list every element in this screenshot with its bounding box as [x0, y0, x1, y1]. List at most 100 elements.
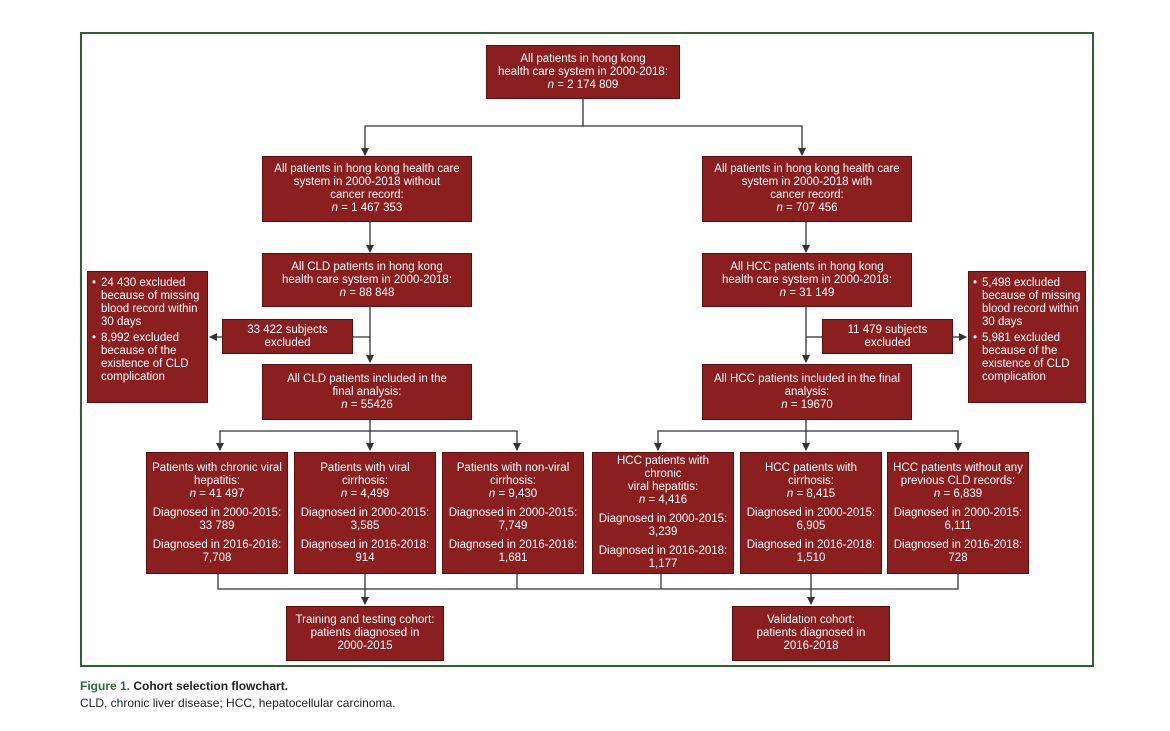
- group-diag1-value: 6,905: [796, 519, 826, 532]
- training-line2: patients diagnosed in: [310, 627, 420, 639]
- root-n: n = 2 174 809: [547, 78, 619, 91]
- no-cancer-line2: system in 2000-2018 without: [293, 176, 441, 188]
- no-cancer-box: All patients in hong kong health care sy…: [262, 156, 472, 222]
- hcc-reason-b2: because of the: [982, 345, 1058, 357]
- no-cancer-line3: cancer record:: [330, 189, 404, 201]
- validation-cohort-box: Validation cohort: patients diagnosed in…: [732, 606, 890, 661]
- group-n: n = 6,839: [933, 487, 983, 500]
- group-diag1-value: 3,585: [350, 519, 380, 532]
- cld-reason-b1: 8,992 excluded: [101, 332, 180, 344]
- hcc-final-box: All HCC patients included in the final a…: [702, 364, 912, 420]
- validation-line1: Validation cohort:: [766, 614, 855, 626]
- group-diag1-value: 6,111: [944, 519, 972, 532]
- cld-all-n: n = 88 848: [339, 286, 395, 299]
- hcc-reason-a4: 30 days: [982, 316, 1023, 328]
- figure-frame: [80, 32, 1094, 667]
- cld-final-line1: All CLD patients included in the: [287, 372, 447, 385]
- training-line1: Training and testing cohort:: [295, 614, 435, 626]
- cld-reason-a1: 24 430 excluded: [101, 277, 186, 289]
- hcc-excluded-line2: excluded: [864, 336, 911, 349]
- group-n: n = 8,415: [786, 487, 836, 500]
- with-cancer-line1: All patients in hong kong health care: [714, 163, 900, 175]
- figure-label: Figure 1.: [80, 679, 131, 693]
- cld-excluded-line2: excluded: [264, 336, 311, 349]
- bullet-icon: •: [92, 332, 97, 344]
- cld-all-line2: health care system in 2000-2018:: [281, 273, 453, 286]
- hcc-reasons-box: • 5,498 excluded because of missing bloo…: [968, 271, 1086, 403]
- cld-final-line2: final analysis:: [332, 385, 402, 398]
- group-box: Patients with non-viral cirrhosis: n = 9…: [442, 452, 584, 574]
- group-diag2-label: Diagnosed in 2016-2018:: [300, 538, 430, 551]
- group-n: n = 4,499: [340, 487, 390, 500]
- group-diag1-label: Diagnosed in 2000-2015:: [598, 513, 728, 525]
- group-diag1-label: Diagnosed in 2000-2015:: [152, 506, 282, 519]
- cld-reason-a4: 30 days: [101, 316, 142, 328]
- group-box: HCC patients with chronic viral hepatiti…: [592, 452, 734, 574]
- group-title2: cirrhosis:: [787, 474, 834, 487]
- group-diag2-label: Diagnosed in 2016-2018:: [893, 538, 1023, 551]
- with-cancer-box: All patients in hong kong health care sy…: [702, 156, 912, 222]
- hcc-all-n: n = 31 149: [779, 286, 835, 299]
- hcc-excluded-line1: 11 479 subjects: [847, 323, 928, 336]
- group-diag1-label: Diagnosed in 2000-2015:: [300, 506, 430, 519]
- group-box: Patients with chronic viral hepatitis: n…: [146, 452, 288, 574]
- cld-reason-a3: blood record within: [101, 303, 198, 315]
- group-title1: Patients with chronic viral: [152, 461, 282, 474]
- group-box: HCC patients without any previous CLD re…: [887, 452, 1029, 574]
- group-diag1-label: Diagnosed in 2000-2015:: [746, 506, 876, 519]
- group-title2: previous CLD records:: [900, 474, 1016, 487]
- cld-all-box: All CLD patients in hong kong health car…: [262, 253, 472, 307]
- cld-all-line1: All CLD patients in hong kong: [291, 260, 443, 273]
- group-title2: cirrhosis:: [489, 474, 536, 487]
- hcc-all-line2: health care system in 2000-2018:: [721, 273, 893, 286]
- group-title1: HCC patients without any: [893, 461, 1023, 474]
- group-diag1-label: Diagnosed in 2000-2015:: [448, 506, 578, 519]
- with-cancer-line3: cancer record:: [770, 189, 844, 201]
- no-cancer-n: n = 1 467 353: [331, 202, 403, 214]
- hcc-final-line2: analysis:: [784, 385, 830, 398]
- cld-reasons-box: • 24 430 excluded because of missing blo…: [87, 271, 208, 403]
- group-diag2-label: Diagnosed in 2016-2018:: [448, 538, 578, 551]
- group-title2: viral hepatitis:: [627, 481, 699, 493]
- hcc-final-n: n = 19670: [781, 398, 833, 411]
- hcc-excluded-box: 11 479 subjects excluded: [822, 319, 953, 354]
- cld-final-box: All CLD patients included in the final a…: [262, 364, 472, 420]
- group-box: Patients with viral cirrhosis: n = 4,499…: [294, 452, 436, 574]
- bullet-icon: •: [92, 277, 97, 289]
- validation-line3: 2016-2018: [783, 640, 839, 652]
- group-title1: HCC patients with: [764, 461, 858, 474]
- group-diag1-value: 3,239: [648, 526, 678, 538]
- group-diag2-value: 1,681: [498, 551, 528, 564]
- figure-title: Cohort selection flowchart.: [133, 679, 289, 693]
- root-line1: All patients in hong kong: [520, 52, 646, 65]
- hcc-reason-b3: existence of CLD: [982, 358, 1070, 370]
- caption-heading: Figure 1. Cohort selection flowchart.: [80, 678, 395, 695]
- cld-reason-b3: existence of CLD: [101, 358, 189, 370]
- group-title2: hepatitis:: [193, 474, 241, 487]
- group-diag2-value: 1,177: [648, 558, 678, 570]
- bullet-icon: •: [973, 332, 978, 344]
- group-title1: Patients with viral: [320, 461, 410, 474]
- training-cohort-box: Training and testing cohort: patients di…: [286, 606, 444, 661]
- group-n: n = 41 497: [189, 487, 245, 500]
- training-line3: 2000-2015: [337, 640, 393, 652]
- validation-line2: patients diagnosed in: [756, 627, 866, 639]
- hcc-all-box: All HCC patients in hong kong health car…: [702, 253, 912, 307]
- group-title1: HCC patients with chronic: [616, 455, 710, 480]
- hcc-reason-b4: complication: [982, 371, 1046, 383]
- group-title1: Patients with non-viral: [456, 461, 570, 474]
- group-diag2-value: 7,708: [202, 551, 232, 564]
- with-cancer-line2: system in 2000-2018 with: [741, 176, 873, 188]
- group-n: n = 4,416: [638, 494, 688, 506]
- cld-reason-b4: complication: [101, 371, 165, 383]
- cld-reason-missing-blood: • 24 430 excluded because of missing blo…: [92, 277, 203, 329]
- hcc-reason-missing-blood: • 5,498 excluded because of missing bloo…: [973, 277, 1081, 329]
- hcc-reason-b1: 5,981 excluded: [982, 332, 1061, 344]
- hcc-reason-a1: 5,498 excluded: [982, 277, 1061, 289]
- group-box: HCC patients with cirrhosis: n = 8,415 D…: [740, 452, 882, 574]
- hcc-final-line1: All HCC patients included in the final: [713, 372, 901, 385]
- hcc-reason-a2: because of missing: [982, 290, 1081, 302]
- hcc-all-line1: All HCC patients in hong kong: [730, 260, 884, 273]
- group-diag2-value: 728: [948, 551, 968, 564]
